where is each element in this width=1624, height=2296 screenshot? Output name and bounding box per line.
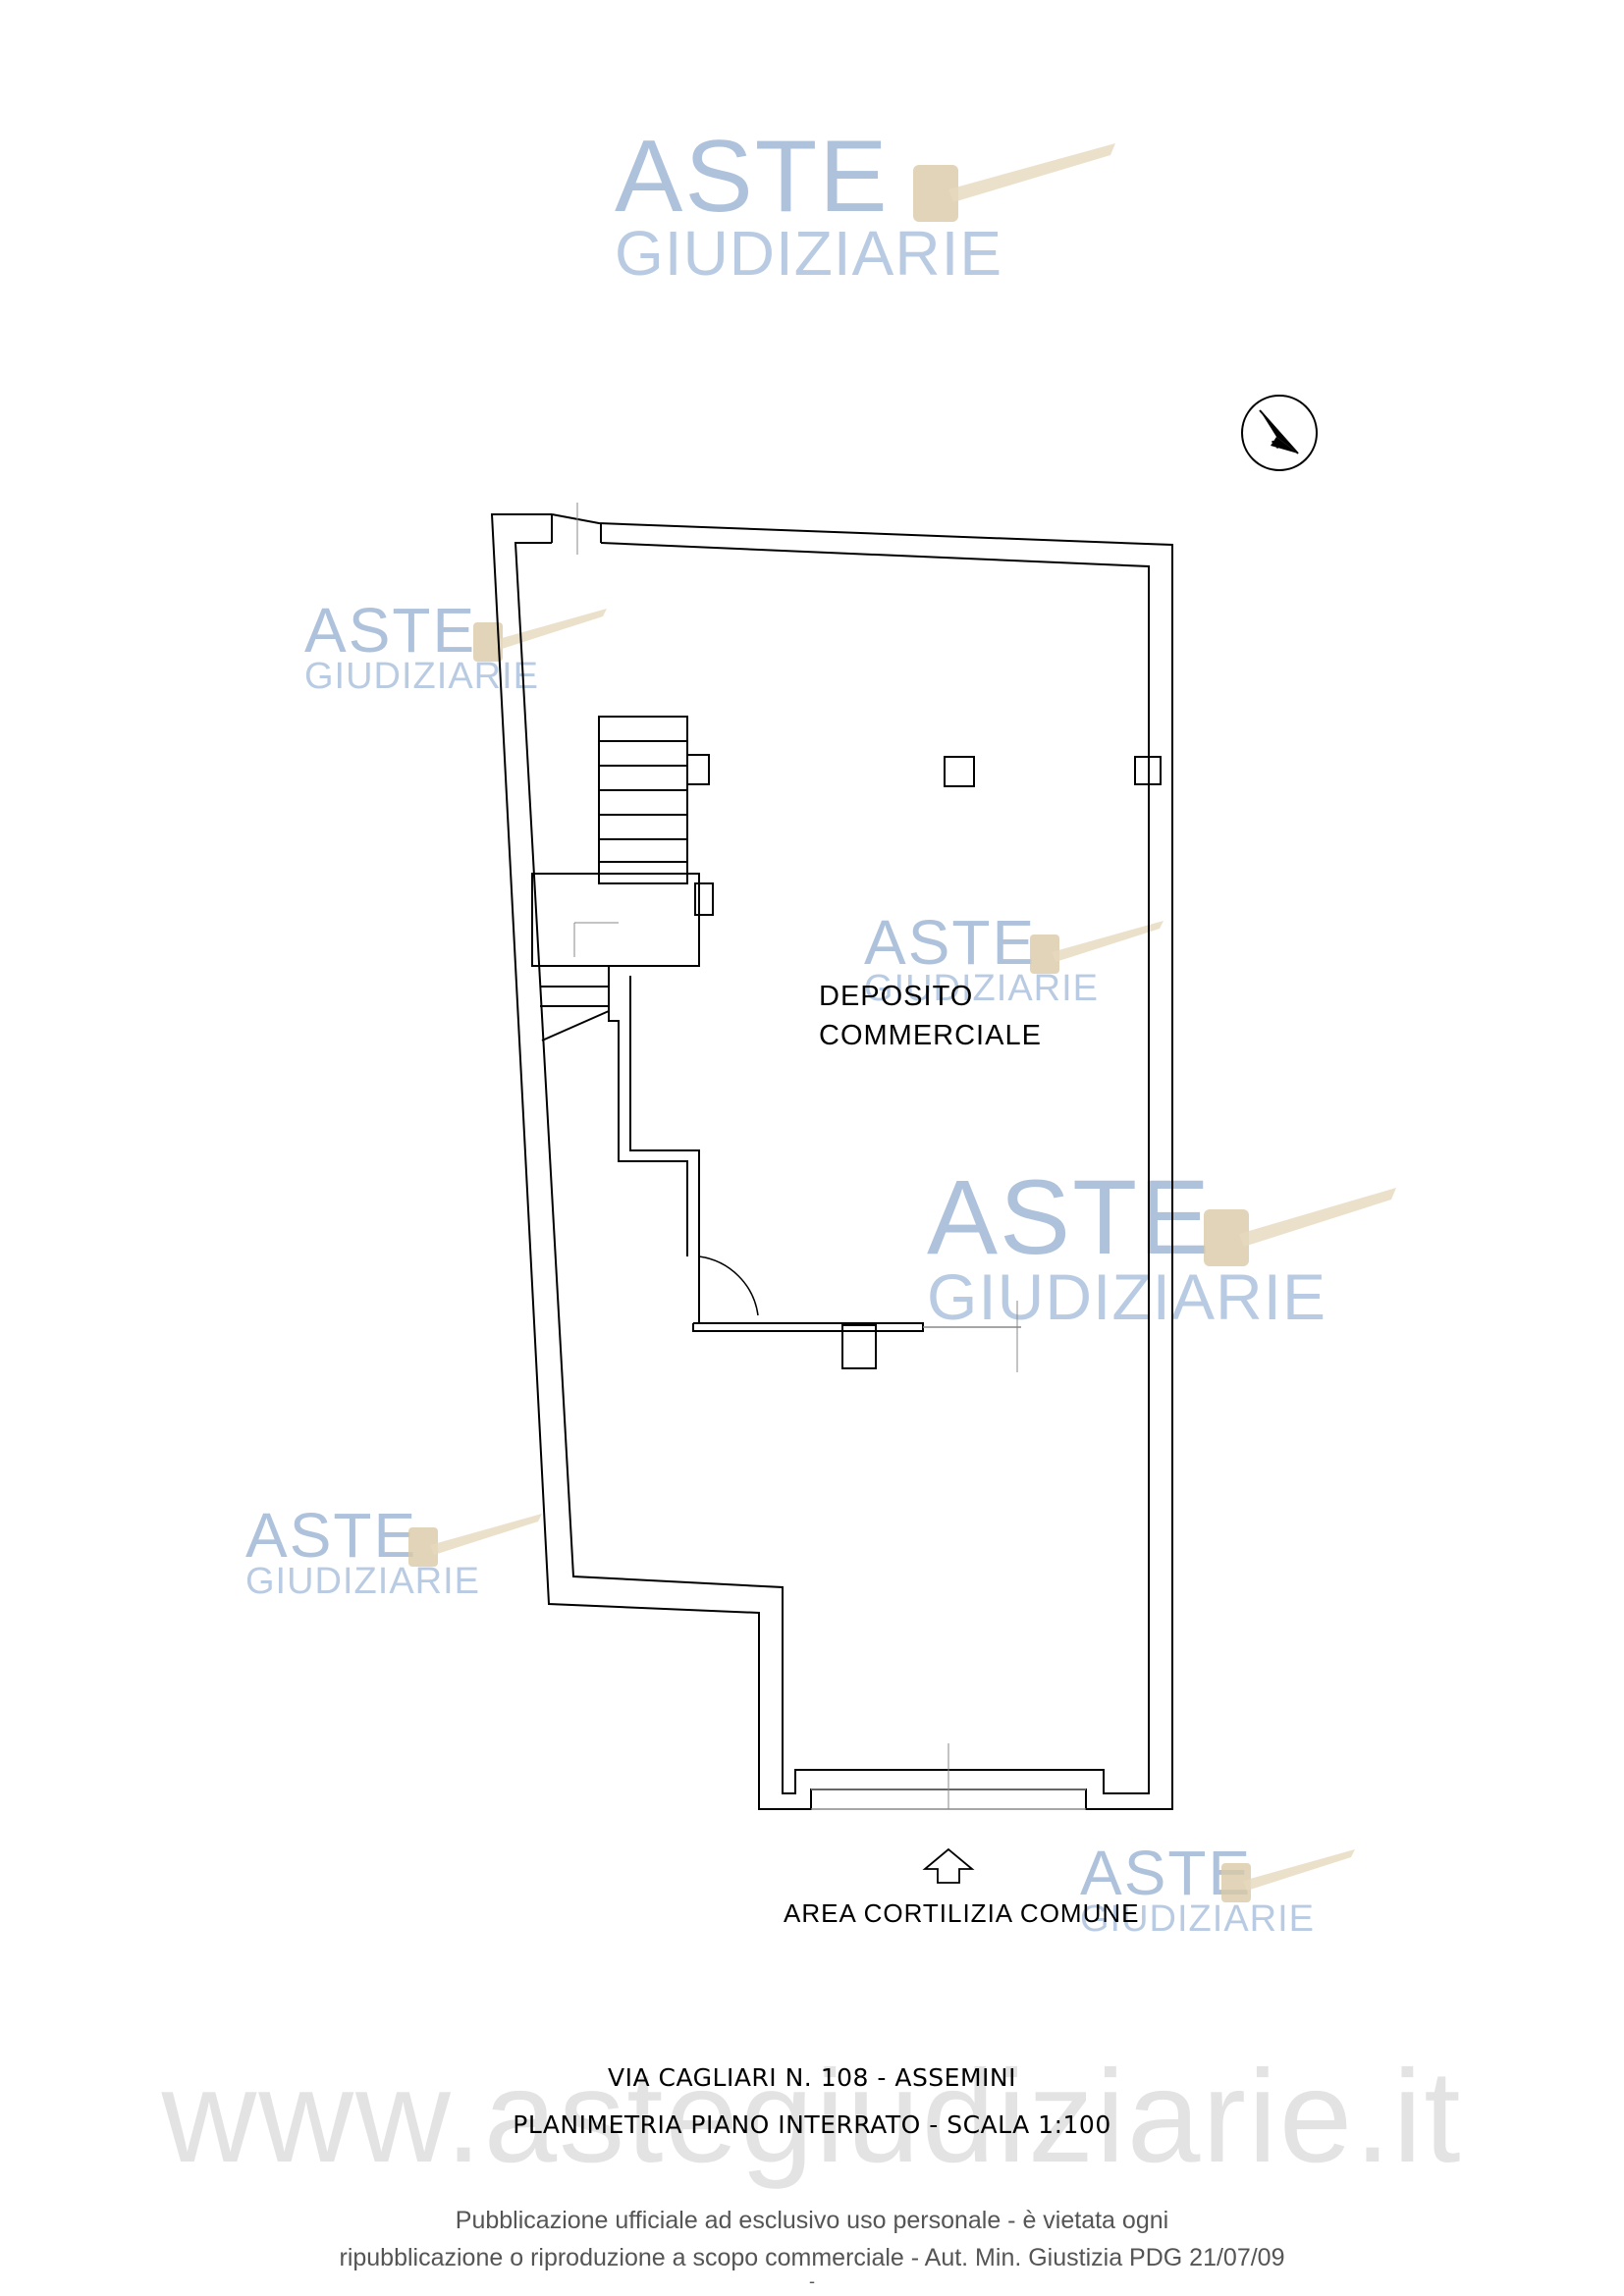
footer-line3: - bbox=[809, 2271, 815, 2291]
watermark-aste-text: ASTE bbox=[927, 1157, 1213, 1276]
watermark-logo-center-right: ASTE GIUDIZIARIE bbox=[927, 1157, 1396, 1333]
caption-line1: VIA CAGLIARI N. 108 - ASSEMINI bbox=[608, 2063, 1016, 2092]
watermark-logo-center: ASTE GIUDIZIARIE bbox=[864, 907, 1164, 1009]
watermark-aste-text: ASTE bbox=[304, 595, 477, 666]
room-label: DEPOSITO COMMERCIALE bbox=[819, 977, 1042, 1055]
entrance-arrow-icon bbox=[922, 1847, 975, 1884]
watermark-aste-text: ASTE bbox=[864, 907, 1037, 978]
watermark-aste-text: ASTE bbox=[245, 1500, 418, 1571]
url-watermark: www.astegiudiziarie.it bbox=[161, 2044, 1463, 2190]
compass-icon: N bbox=[1241, 395, 1318, 471]
watermark-giudiziarie-text: GIUDIZIARIE bbox=[864, 968, 1100, 1009]
watermark-giudiziarie-text: GIUDIZIARIE bbox=[615, 218, 1003, 289]
footer-line1: Pubblicazione ufficiale ad esclusivo uso… bbox=[455, 2207, 1169, 2234]
inner-wall bbox=[514, 542, 1150, 1794]
partition-wall bbox=[608, 966, 688, 1256]
watermark-giudiziarie-text: GIUDIZIARIE bbox=[245, 1561, 481, 1602]
gavel-icon bbox=[1204, 1188, 1396, 1266]
gavel-icon bbox=[1030, 921, 1164, 974]
stair-landing bbox=[531, 873, 700, 967]
pillar bbox=[694, 882, 714, 916]
area-label: AREA CORTILIZIA COMUNE bbox=[784, 1898, 1140, 1928]
watermark-giudiziarie-text: GIUDIZIARIE bbox=[927, 1260, 1327, 1333]
outer-wall bbox=[490, 513, 1173, 1810]
footer-line2: ripubblicazione o riproduzione a scopo c… bbox=[339, 2244, 1285, 2271]
watermark-logo-left: ASTE GIUDIZIARIE bbox=[304, 595, 607, 695]
gavel-icon bbox=[473, 609, 607, 662]
watermark-logo-top: ASTE GIUDIZIARIE bbox=[615, 120, 1115, 289]
gavel-icon bbox=[408, 1514, 542, 1567]
pillar bbox=[1134, 756, 1162, 785]
door-swing bbox=[698, 1255, 759, 1316]
pillar bbox=[841, 1324, 877, 1369]
gavel-icon bbox=[913, 143, 1115, 222]
watermark-logo-lower-left: ASTE GIUDIZIARIE bbox=[245, 1500, 542, 1602]
stair-upper bbox=[598, 716, 688, 884]
room-label-line1: DEPOSITO bbox=[819, 981, 974, 1012]
pillar bbox=[686, 754, 710, 785]
watermark-giudiziarie-text: GIUDIZIARIE bbox=[1080, 1898, 1316, 1940]
watermark-logo-bottom-right: ASTE GIUDIZIARIE bbox=[1080, 1842, 1355, 1940]
watermark-aste-text: ASTE bbox=[615, 120, 890, 234]
pillar bbox=[944, 756, 975, 787]
gavel-icon bbox=[1221, 1849, 1355, 1902]
room-label-line2: COMMERCIALE bbox=[819, 1020, 1042, 1051]
caption-line2: PLANIMETRIA PIANO INTERRATO - SCALA 1:10… bbox=[513, 2110, 1111, 2139]
